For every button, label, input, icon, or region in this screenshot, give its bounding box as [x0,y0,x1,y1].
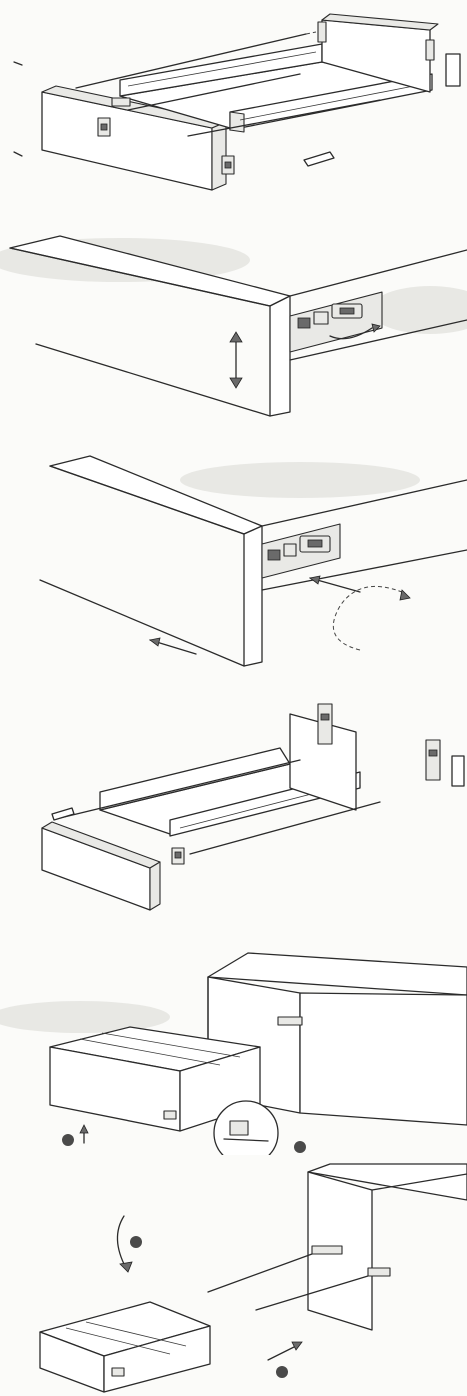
runner-guide-right [255,1275,369,1311]
slide-arrowhead [149,637,161,647]
panel-step-3-side-adjust [0,440,467,670]
step-1-illustration [13,13,461,191]
front-panel-side-edge [149,861,161,911]
push-arrow [267,1345,297,1361]
adjuster-screw [297,317,311,329]
rotate-arrow [329,327,373,340]
panel-step-4-exploded-rail [0,700,467,920]
push-arrowhead [291,1341,303,1351]
side-clip [445,53,461,87]
step-6-illustration [39,1163,467,1393]
step-3-illustration [39,455,467,667]
right-side-end [229,111,245,133]
front-panel-edge [243,525,263,667]
panel-step-1-exploded-drawer [0,0,467,205]
bracket-screw [224,161,232,169]
gallery-rod-mid [127,73,301,111]
runner-guide-left [207,1253,313,1293]
drawer-release [163,1110,177,1120]
cabinet-runner-upper [311,1245,343,1255]
drawer-side [103,1325,211,1393]
paper-shading [0,1001,170,1033]
front-panel-edge [269,295,291,417]
adjuster-body [313,311,329,325]
panel-top-line [9,247,271,307]
step-marker-icon [276,1366,288,1378]
rail-line [239,83,425,121]
detail-rail [223,1138,269,1142]
edge-tick [13,61,23,66]
adjuster-slot [339,307,355,315]
step-5-illustration [0,952,467,1155]
pointer-arrowhead [309,575,321,585]
panel-top-line [49,465,245,535]
step-marker-icon [294,1141,306,1153]
rotate-arrowhead [399,589,411,601]
tilt-arrow [116,1215,127,1269]
rear-bracket-right [425,739,441,781]
panel-step-2-height-adjust [0,220,467,420]
gallery-rod [59,759,301,819]
drawer-side-bottom [261,549,467,591]
cabinet-top [307,1163,467,1201]
step-2-illustration [0,235,467,417]
paper-shading [180,462,420,498]
drawer-release [111,1367,125,1377]
back-panel [289,713,357,811]
rear-bracket-left [317,703,333,745]
cabinet-top-edge [371,1173,467,1191]
step-4-illustration [41,703,465,911]
rod-connector [111,97,131,107]
drawer-divider [85,1321,187,1347]
bracket-screw [174,851,182,859]
edge-tick [13,151,23,157]
adjuster-body [283,543,297,557]
back-bracket-left [317,21,327,43]
back-bracket-right [425,39,435,61]
side-clip [451,755,465,787]
bracket-screw [428,749,438,757]
detail-clip [229,1120,249,1136]
cabinet-side [299,992,467,1126]
rail-line [127,51,317,87]
gallery-rod-back [75,33,307,89]
loose-clip [51,807,75,821]
panel-step-5-into-cabinet [0,935,467,1155]
paper-shading [370,286,467,334]
panel-bottom-line [39,579,245,667]
drawer-divider [101,1032,241,1058]
height-arrowhead-up [229,331,243,343]
drawer-side-top [261,479,467,527]
gallery-rod-front [189,801,381,855]
tilt-arrowhead [119,1261,133,1273]
adjuster-screw [267,549,281,561]
bracket-screw [320,713,330,721]
rotate-arc [332,585,403,651]
lift-arrowhead [79,1124,89,1134]
back-panel-top [321,13,439,31]
height-arrowhead-down [229,377,243,389]
cabinet-runner-right [367,1267,391,1277]
adjuster-slot [307,539,323,548]
gallery-rod-front [187,99,381,137]
drawer-side-top [289,249,467,297]
drawer-side-bottom [289,319,467,361]
cabinet-runner [277,1016,303,1026]
step-marker-icon [130,1236,142,1248]
rod-guide [305,31,317,35]
panel-bottom-line [35,343,271,417]
bracket-screw [100,123,108,131]
drawer-divider [79,1038,221,1066]
step-marker-icon [62,1134,74,1146]
cabinet-top [207,952,467,996]
rotate-arrowhead [371,323,381,333]
panel-step-6-onto-runners [0,1160,467,1396]
drawer-divider [65,1327,171,1355]
loose-clip [303,151,335,167]
